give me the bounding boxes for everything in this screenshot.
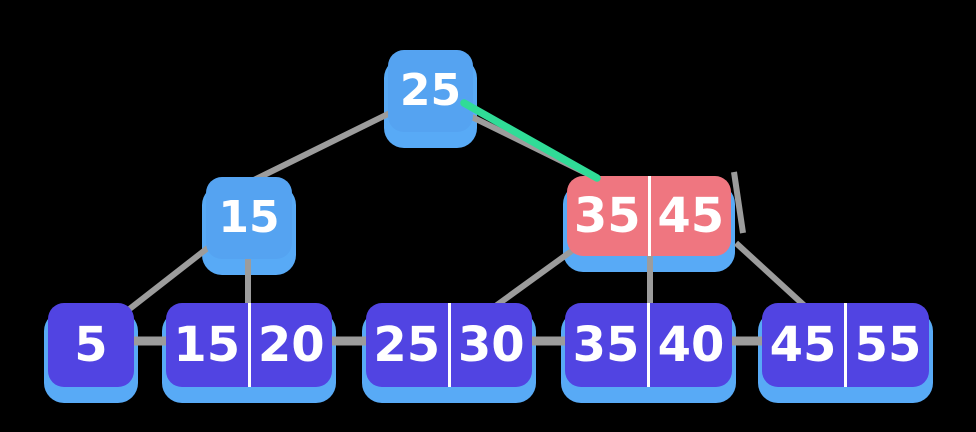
node-body: 35 40 xyxy=(565,303,732,387)
node-key: 15 xyxy=(218,192,280,243)
btree-leaf-45-55: 45 55 xyxy=(758,303,933,403)
edge-35-45-to-45-55 xyxy=(733,240,810,311)
node-key: 15 xyxy=(173,317,241,373)
edge-35-45-to-25-30 xyxy=(488,247,575,313)
btree-node-35-45-highlighted: 35 45 xyxy=(563,176,735,272)
node-body: 15 xyxy=(206,177,292,259)
node-body: 45 55 xyxy=(762,303,929,387)
node-body: 25 xyxy=(388,50,473,132)
node-key: 45 xyxy=(769,317,837,373)
btree-leaf-5: 5 xyxy=(44,303,138,403)
btree-leaf-25-30: 25 30 xyxy=(362,303,536,403)
node-key: 45 xyxy=(647,176,732,256)
node-key: 35 xyxy=(572,317,640,373)
edge-root-to-15 xyxy=(250,108,396,184)
edge-root-to-35-45 xyxy=(470,114,596,180)
node-body: 15 20 xyxy=(166,303,332,387)
node-body: 5 xyxy=(48,303,134,387)
node-key: 25 xyxy=(373,317,441,373)
node-body: 25 30 xyxy=(366,303,532,387)
btree-node-15: 15 xyxy=(202,177,296,275)
node-key: 20 xyxy=(247,303,333,387)
node-key: 35 xyxy=(573,188,641,244)
btree-node-root-25: 25 xyxy=(384,50,477,148)
btree-leaf-35-40: 35 40 xyxy=(561,303,736,403)
edge-15-to-5 xyxy=(116,244,211,321)
node-key: 5 xyxy=(74,317,108,373)
node-body: 35 45 xyxy=(567,176,731,256)
node-key: 25 xyxy=(399,65,462,116)
node-key: 40 xyxy=(647,303,732,387)
node-key: 30 xyxy=(447,303,533,387)
edge-35-45-to-45-55-upper xyxy=(731,171,746,234)
node-key: 55 xyxy=(844,303,929,387)
btree-leaf-15-20: 15 20 xyxy=(162,303,336,403)
